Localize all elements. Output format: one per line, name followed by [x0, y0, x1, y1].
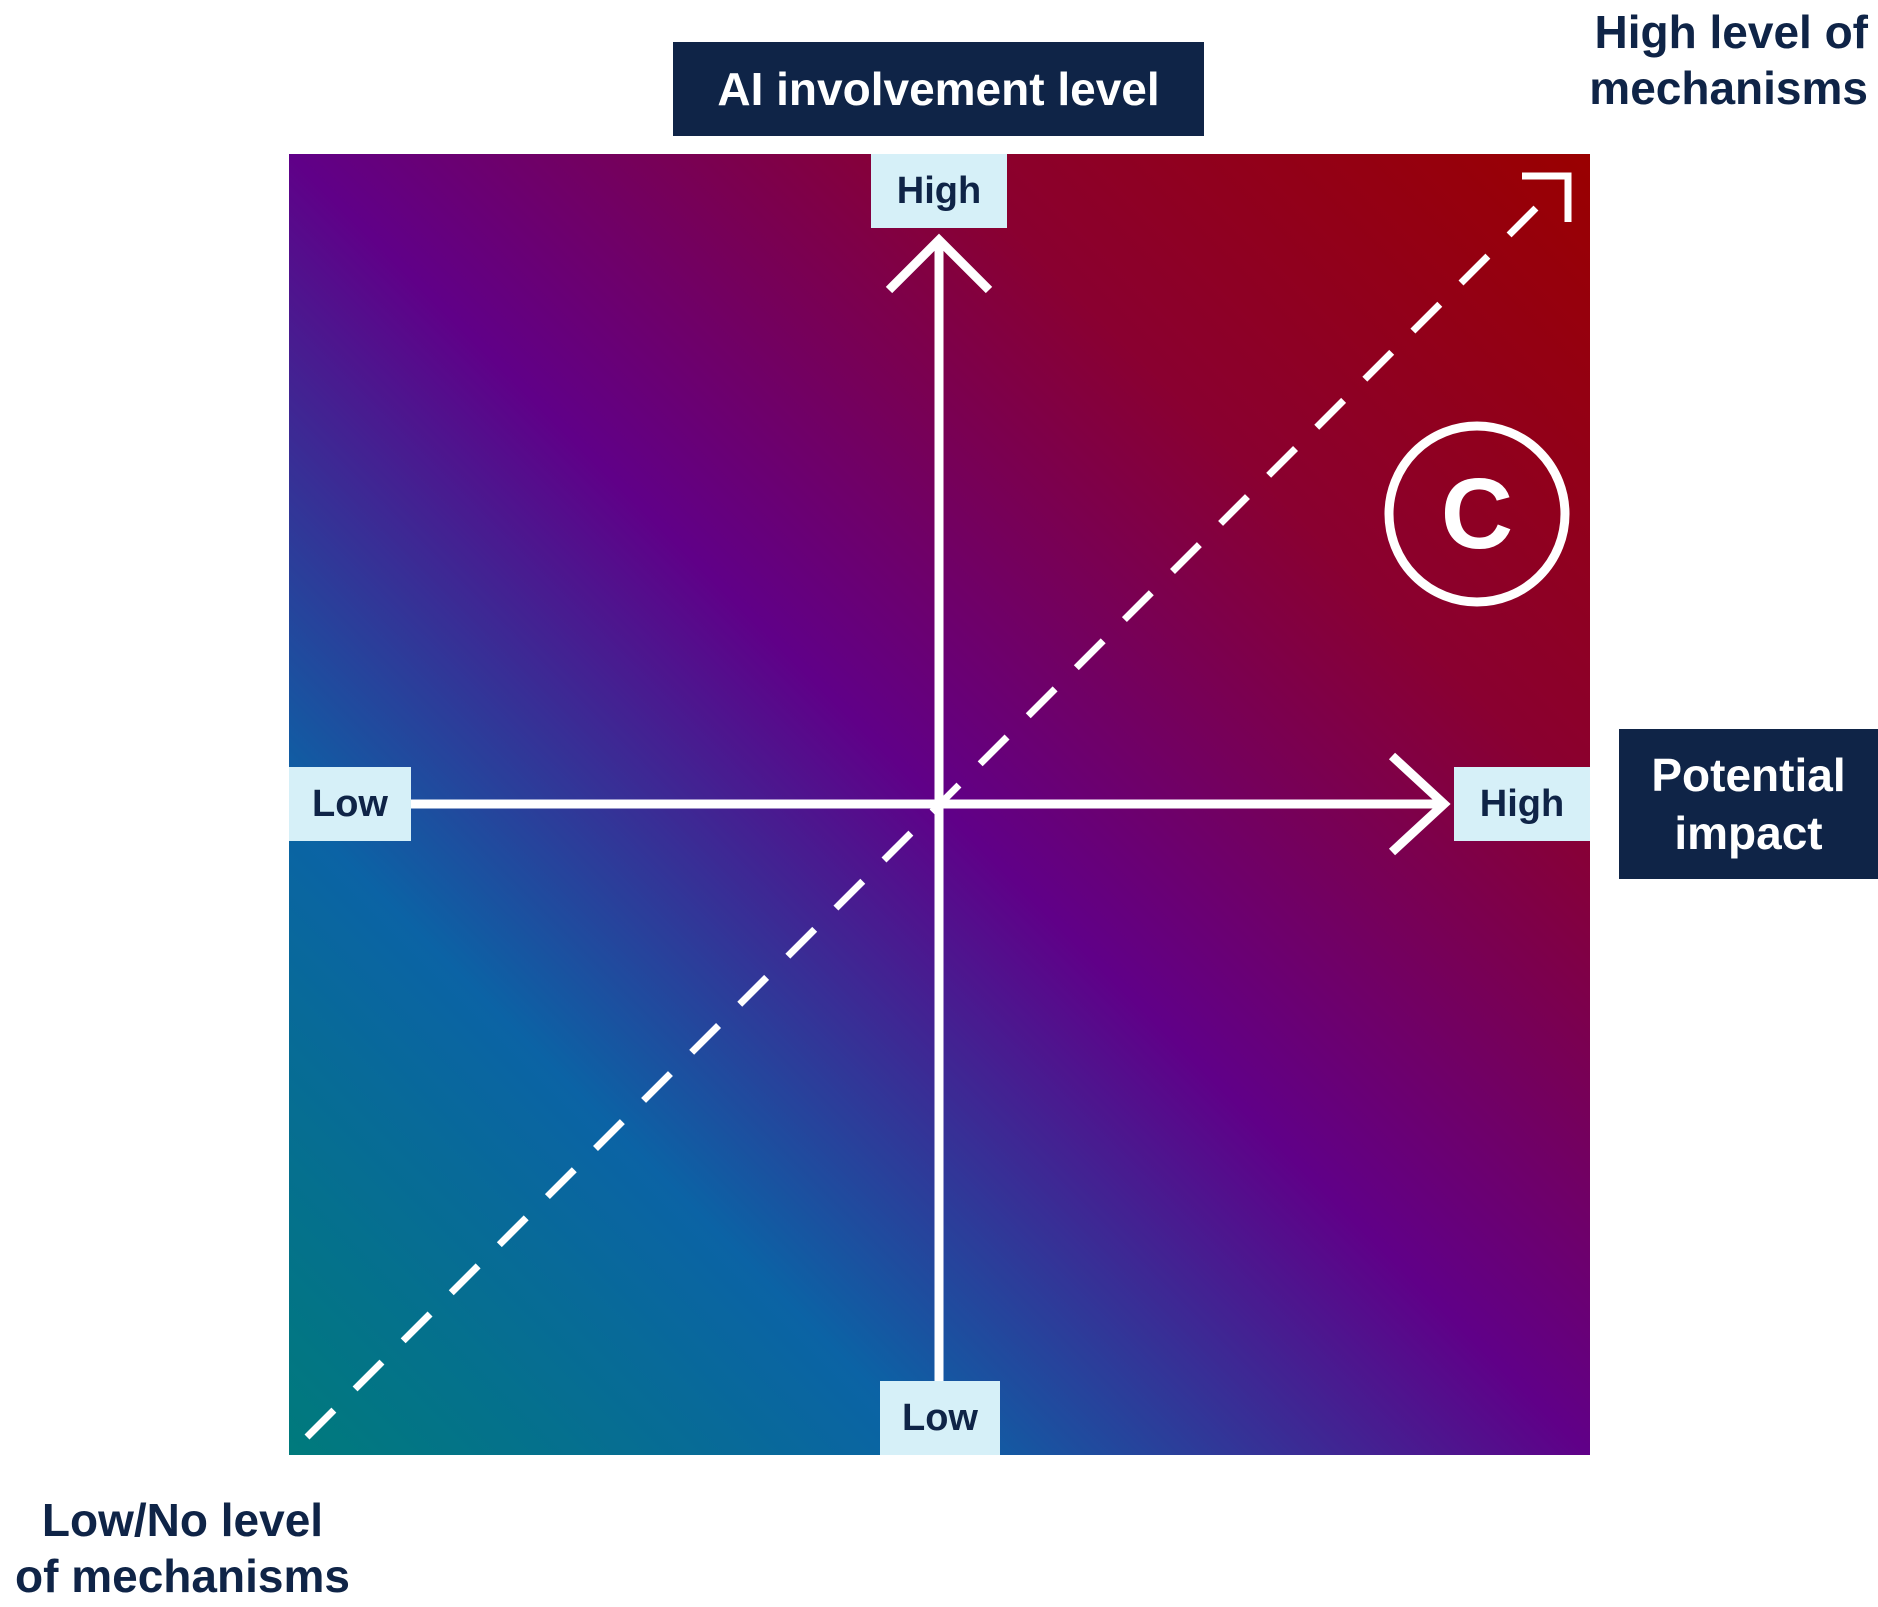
- x-axis-title-line1: Potential: [1651, 749, 1846, 801]
- diagonal-low-label: Low/No level of mechanisms: [0, 1492, 365, 1604]
- x-axis-title: Potential impact: [1619, 729, 1878, 879]
- mechanisms-diagonal-line: [304, 186, 1558, 1440]
- diagonal-arrowhead: [1522, 172, 1572, 222]
- x-axis-arrowhead: [1388, 752, 1451, 856]
- diagonal-high-line2: mechanisms: [1589, 62, 1868, 114]
- y-axis-title: AI involvement level: [673, 42, 1204, 136]
- diagonal-high-label: High level of mechanisms: [1589, 4, 1868, 116]
- x-axis-title-line2: impact: [1674, 807, 1823, 859]
- y-axis-low-label: Low: [880, 1381, 1000, 1455]
- x-axis-high-label: High: [1454, 767, 1590, 841]
- diagonal-low-line2: of mechanisms: [15, 1550, 350, 1602]
- x-axis-low-label: Low: [289, 767, 411, 841]
- y-axis-high-label: High: [871, 154, 1007, 228]
- diagonal-high-line1: High level of: [1594, 6, 1868, 58]
- marker-circle: [1384, 421, 1570, 607]
- diagonal-low-line1: Low/No level: [41, 1494, 324, 1546]
- marker-label-c: C: [1440, 457, 1514, 570]
- y-axis-arrowhead: [885, 233, 993, 294]
